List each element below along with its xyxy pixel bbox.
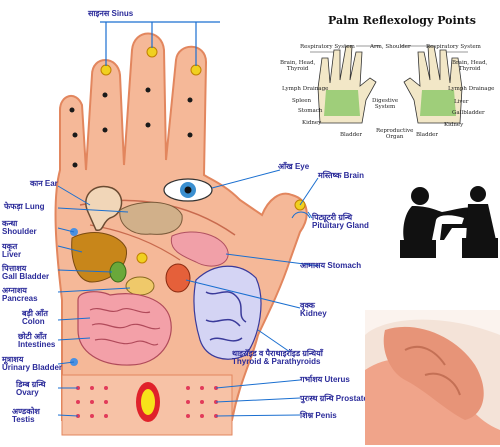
inset-liver: Liver xyxy=(454,99,469,105)
thyroid-hi: थाइरॉइड व पैराथाइरॉइड ग्रन्थियाँ xyxy=(232,349,323,358)
lung-en: Lung xyxy=(24,202,45,211)
prostate-en: Prostate xyxy=(335,394,368,403)
label-gallbladder: पित्ताशय Gall Bladder xyxy=(2,265,49,281)
sinus-label: साइनस Sinus xyxy=(88,9,134,18)
liver-en: Liver xyxy=(2,250,22,259)
label-liver: यकृत Liver xyxy=(2,243,21,259)
gallbladder-en: Gall Bladder xyxy=(2,272,50,281)
intestines-organ xyxy=(77,291,172,366)
kidney-organ xyxy=(165,263,191,293)
label-pancreas: अग्नाशय Pancreas xyxy=(2,287,38,303)
inset-arm-shoulder: Arm, Shoulder xyxy=(370,44,411,50)
inset-gallbladder: Gallbladder xyxy=(452,110,485,116)
testis-hi: अण्डकोश xyxy=(12,407,40,416)
label-brain: मस्तिष्क Brain xyxy=(318,172,364,180)
hand-massage-photo xyxy=(365,310,500,445)
inset-spleen: Spleen xyxy=(292,98,312,104)
label-colon: बड़ी आँत Colon xyxy=(22,310,48,326)
label-ovary: डिम्ब ग्रन्थि Ovary xyxy=(16,381,46,397)
eye-hi: आँख xyxy=(278,162,293,171)
ear-organ xyxy=(85,185,123,231)
stomach-hi: आमाशय xyxy=(300,261,326,270)
intestines-hi: छोटी आँत xyxy=(18,332,47,341)
penis-hi: शिश्न xyxy=(300,411,314,420)
gallbladder-hi: पित्ताशय xyxy=(2,264,27,273)
label-ear: कान Ear xyxy=(30,180,58,188)
uterus-en: Uterus xyxy=(324,375,350,384)
inset-kidney-left: Kidney xyxy=(302,120,322,126)
label-eye: आँख Eye xyxy=(278,163,309,171)
ear-hi: कान xyxy=(30,179,43,188)
label-lung: फेफड़ा Lung xyxy=(4,203,44,211)
ear-en: Ear xyxy=(44,179,58,188)
kidney-en: Kidney xyxy=(300,309,327,318)
lung-hi: फेफड़ा xyxy=(4,202,23,211)
label-shoulder: कन्धा Shoulder xyxy=(2,220,37,236)
label-intestines: छोटी आँत Intestines xyxy=(18,333,55,349)
ovary-hi: डिम्ब ग्रन्थि xyxy=(16,380,46,389)
stomach-en: Stomach xyxy=(327,261,362,270)
label-penis: शिश्न Penis xyxy=(300,412,337,420)
intestines-en: Intestines xyxy=(18,340,56,349)
stomach-organ xyxy=(170,231,229,267)
pancreas-en: Pancreas xyxy=(2,294,38,303)
inset-bladder-left: Bladder xyxy=(340,132,363,138)
thyroid-organ xyxy=(193,265,262,360)
bladder-hi: मूत्राशय xyxy=(2,355,24,364)
pancreas-hi: अग्नाशय xyxy=(2,286,27,295)
label-prostate: पुरःस्थ ग्रन्थि Prostate xyxy=(300,395,368,403)
reflexology-session-silhouette xyxy=(400,186,498,258)
penis-en: Penis xyxy=(315,411,337,420)
liver-hi: यकृत xyxy=(2,242,18,251)
kidney-hi: वृक्क xyxy=(300,301,315,310)
lung-organ xyxy=(119,201,183,235)
prostate-hi: पुरःस्थ ग्रन्थि xyxy=(300,394,334,403)
inset-respiratory-left: Respiratory System xyxy=(300,44,355,50)
pituitary-en: Pituitary Gland xyxy=(312,221,369,230)
inset-respiratory-right: Respiratory System xyxy=(426,44,481,50)
inset-stomach: Stomach xyxy=(298,108,323,114)
ovary-en: Ovary xyxy=(16,388,39,397)
inset-lymph-right: Lymph Drainage xyxy=(448,86,495,92)
label-testis: अण्डकोश Testis xyxy=(12,408,40,424)
bladder-en: Urinary Bladder xyxy=(2,363,63,372)
label-thyroid: थाइरॉइड व पैराथाइरॉइड ग्रन्थियाँ Thyroid… xyxy=(232,350,323,366)
colon-hi: बड़ी आँत xyxy=(22,309,48,318)
inset-reproductive: Reproductive Organ xyxy=(376,128,414,141)
thyroid-en: Thyroid & Parathyroids xyxy=(232,357,321,366)
label-pituitary: पिट्यूटरी ग्रन्थि Pituitary Gland xyxy=(312,214,369,230)
pituitary-hi: पिट्यूटरी ग्रन्थि xyxy=(312,213,353,222)
colon-en: Colon xyxy=(22,317,45,326)
label-urinary-bladder: मूत्राशय Urinary Bladder xyxy=(2,356,62,372)
label-stomach: आमाशय Stomach xyxy=(300,262,361,270)
shoulder-hi: कन्धा xyxy=(2,219,18,228)
testis-en: Testis xyxy=(12,415,35,424)
label-kidney: वृक्क Kidney xyxy=(300,302,327,318)
brain-en: Brain xyxy=(343,171,365,180)
sinus-sun-icons xyxy=(100,46,306,264)
inset-kidney-right: Kidney xyxy=(444,122,464,128)
inset-brain-right: Brain, Head, Thyroid xyxy=(452,60,488,73)
uterus-hi: गर्भाशय xyxy=(300,375,323,384)
inset-digestive: Digestive System xyxy=(372,98,399,111)
inset-title: Palm Reflexology Points xyxy=(328,14,476,27)
label-uterus: गर्भाशय Uterus xyxy=(300,376,350,384)
inset-lymph-left: Lymph Drainage xyxy=(282,86,329,92)
brain-hi: मस्तिष्क xyxy=(318,171,342,180)
inset-brain-left: Brain, Head, Thyroid xyxy=(280,60,316,73)
inset-hands xyxy=(310,45,468,124)
gallbladder-organ xyxy=(109,261,127,283)
eye-en: Eye xyxy=(294,162,310,171)
shoulder-en: Shoulder xyxy=(2,227,37,236)
pancreas-organ xyxy=(125,276,155,296)
inset-bladder-right: Bladder xyxy=(416,132,439,138)
